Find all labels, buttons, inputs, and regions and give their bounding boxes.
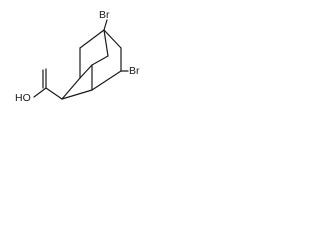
bond xyxy=(79,64,93,79)
carboxyl-bond xyxy=(45,87,63,100)
bond xyxy=(103,29,109,57)
adamantane-cage xyxy=(61,29,122,100)
bond xyxy=(91,70,122,91)
bond xyxy=(61,77,81,100)
hydroxyl-label: HO xyxy=(15,92,31,104)
structure-diagram: Br Br HO xyxy=(15,9,140,104)
bromine-label-top: Br xyxy=(99,9,110,21)
c-br-bond-top xyxy=(103,19,108,31)
bond xyxy=(79,29,105,49)
hydroxyl-bond xyxy=(33,87,47,98)
bond xyxy=(61,89,93,100)
bond xyxy=(103,29,122,49)
bond xyxy=(91,55,109,66)
bromine-label-right: Br xyxy=(129,65,140,77)
